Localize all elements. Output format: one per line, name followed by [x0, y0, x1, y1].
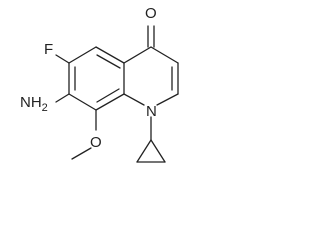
bond-c7-c8 [68, 93, 97, 111]
bond-c4a-c4 [123, 46, 152, 64]
bond-c4a-c5-inner [96, 54, 121, 69]
bond-cp-c [150, 139, 166, 163]
bond-o-ch3 [71, 147, 92, 160]
oxygen-methoxy-label: O [90, 134, 102, 151]
bond-c4-c3 [150, 46, 179, 64]
bond-c4a-c5 [95, 46, 125, 64]
structure-canvas: O F NH2 N O [20, 5, 179, 163]
amine-label-main: NH [20, 94, 42, 111]
fluorine-label: F [44, 41, 53, 58]
bond-c8-c8a-inner [96, 88, 120, 103]
bond-c2-n1 [156, 93, 179, 106]
amine-label: NH2 [20, 94, 48, 114]
bond-c8-c8a [95, 93, 125, 111]
bond-n1-c8a [123, 93, 145, 106]
nitrogen-ring-label: N [146, 103, 157, 120]
bond-c7-nh2 [55, 93, 70, 103]
bond-cp-a [136, 139, 152, 163]
oxygen-ketone-label: O [145, 5, 157, 22]
amine-label-subscript: 2 [42, 102, 48, 114]
bond-c6-f [55, 54, 70, 64]
bond-c5-c6 [68, 46, 97, 64]
chemical-structure: O F NH2 N O [20, 5, 179, 163]
